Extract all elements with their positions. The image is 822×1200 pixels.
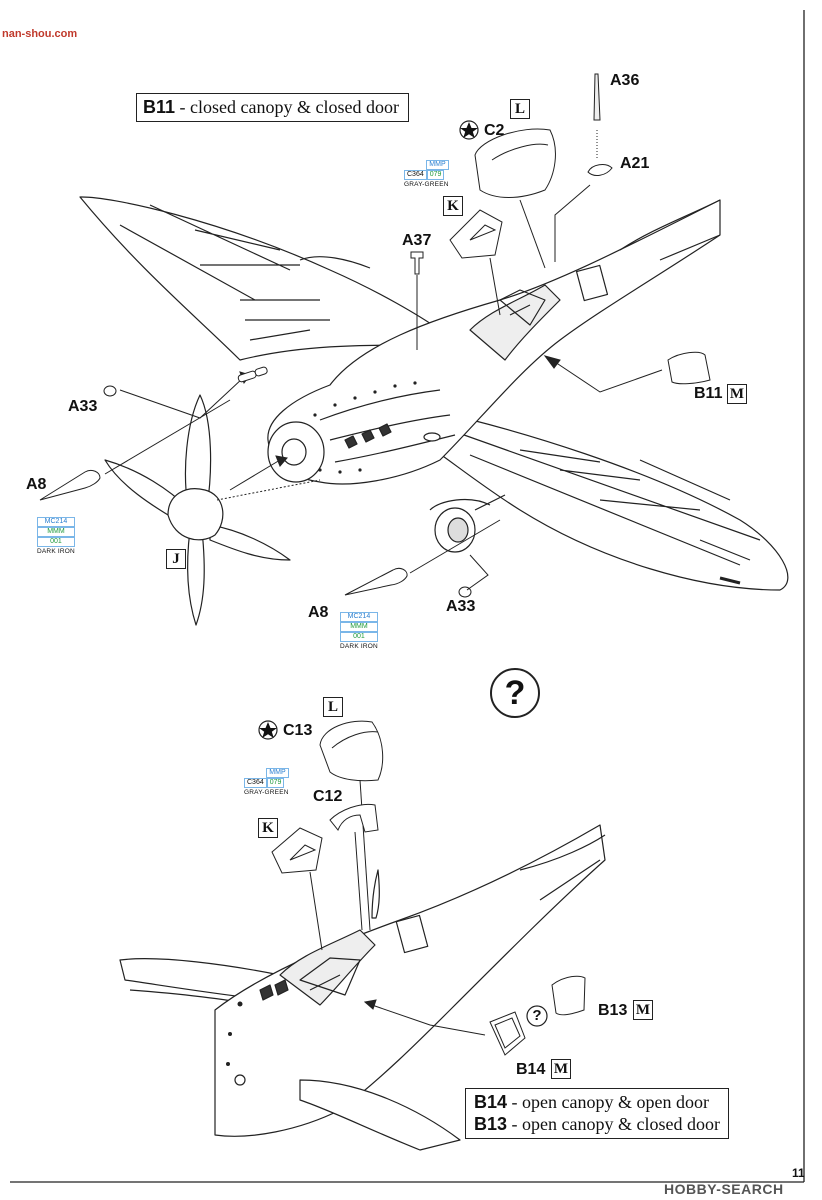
label-c13: C13 xyxy=(283,722,313,739)
label-k-bottom: K xyxy=(258,818,278,838)
question-mark-small: ? xyxy=(532,1007,542,1024)
paint-chip-mc214-left: MC214 MMM 001 DARK IRON xyxy=(37,517,75,556)
paint-line2: 001 xyxy=(340,632,378,642)
paint-number: 079 xyxy=(266,778,285,788)
legend-text: - open canopy & closed door xyxy=(511,1114,720,1134)
label-b13: B13 xyxy=(598,1002,628,1019)
legend-text: - open canopy & open door xyxy=(511,1092,709,1112)
legend-row-b14: B14 - open canopy & open door xyxy=(474,1091,720,1113)
label-b11: B11 xyxy=(694,385,723,402)
label-a36: A36 xyxy=(610,72,640,89)
watermark: nan-shou.com xyxy=(2,28,78,40)
question-mark-large: ? xyxy=(504,674,526,712)
paint-line1: MMM xyxy=(37,527,75,537)
label-c2: C2 xyxy=(484,122,505,139)
label-l-top: L xyxy=(510,99,530,119)
legend-code: B14 xyxy=(474,1092,508,1112)
paint-brand: MMP xyxy=(266,768,289,778)
paint-name: GRAY-GREEN xyxy=(404,181,449,188)
label-m-top: M xyxy=(727,384,747,404)
paint-code: MC214 xyxy=(37,517,75,527)
label-m-b14: M xyxy=(551,1059,571,1079)
footer-brand: HOBBY-SEARCH xyxy=(664,1181,784,1197)
top-step-title: B11 - closed canopy & closed door xyxy=(136,93,409,122)
label-m-b13: M xyxy=(633,1000,653,1020)
bottom-parts xyxy=(258,720,586,1056)
paint-line2: 001 xyxy=(37,537,75,547)
label-b14: B14 xyxy=(516,1061,546,1078)
paint-code: C364 xyxy=(404,170,427,180)
top-step-code: B11 xyxy=(143,97,176,117)
paint-line1: MMM xyxy=(340,622,378,632)
legend-code: B13 xyxy=(474,1114,508,1134)
paint-code: C364 xyxy=(244,778,267,788)
top-parts xyxy=(39,73,711,598)
paint-number: 079 xyxy=(426,170,445,180)
legend-row-b13: B13 - open canopy & closed door xyxy=(474,1113,720,1135)
label-j: J xyxy=(166,549,186,569)
top-aircraft-drawing xyxy=(79,196,789,626)
paint-name: GRAY-GREEN xyxy=(244,789,289,796)
page-number: 11 xyxy=(792,1166,805,1180)
bottom-step-legend: B14 - open canopy & open door B13 - open… xyxy=(465,1088,729,1139)
label-a8-bottom: A8 xyxy=(308,604,329,621)
paint-brand: MMP xyxy=(426,160,449,170)
paint-name: DARK IRON xyxy=(37,548,75,555)
label-a21: A21 xyxy=(620,155,650,172)
paint-name: DARK IRON xyxy=(340,643,378,650)
paint-chip-mc214-bottom: MC214 MMM 001 DARK IRON xyxy=(340,612,378,651)
label-k-top: K xyxy=(443,196,463,216)
label-l-bottom: L xyxy=(323,697,343,717)
paint-chip-c364-top: MMP C364 079 GRAY-GREEN xyxy=(404,160,449,189)
label-a8-left: A8 xyxy=(26,476,47,493)
label-a33-left: A33 xyxy=(68,398,98,415)
bottom-aircraft-drawing xyxy=(119,824,606,1151)
paint-code: MC214 xyxy=(340,612,378,622)
label-a33-bottom: A33 xyxy=(446,598,476,615)
label-a37: A37 xyxy=(402,232,432,249)
label-c12: C12 xyxy=(313,788,343,805)
top-step-text: - closed canopy & closed door xyxy=(179,97,399,117)
paint-chip-c364-bottom: MMP C364 079 GRAY-GREEN xyxy=(244,768,289,797)
